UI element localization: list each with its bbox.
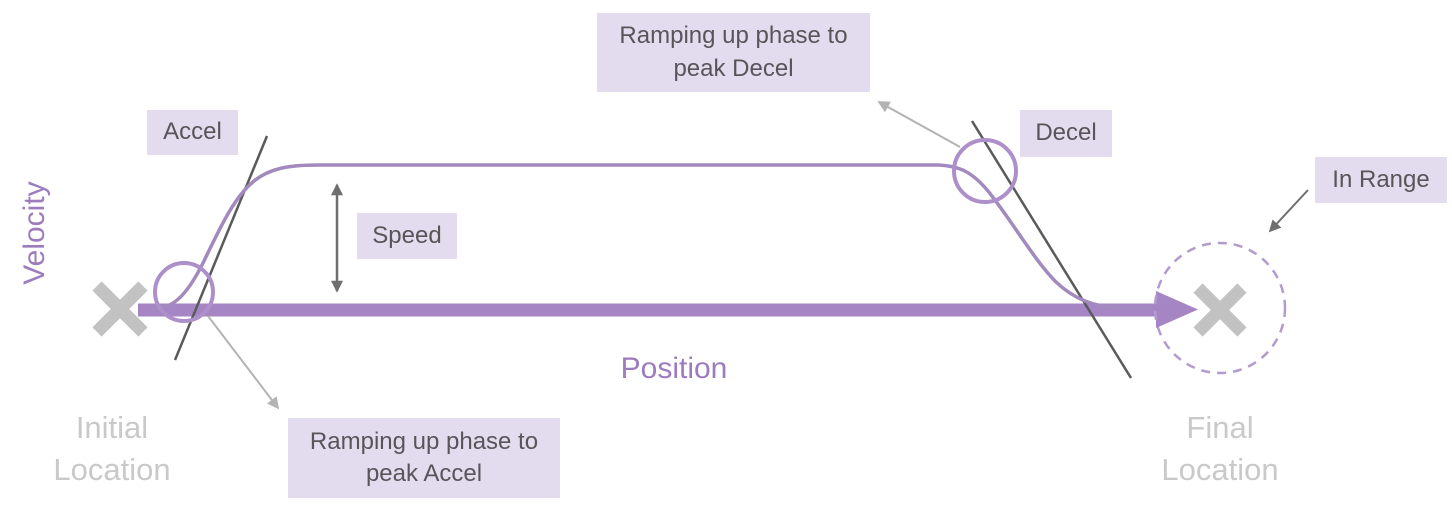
in-range-callout: In Range <box>1315 157 1447 203</box>
speed-callout: Speed <box>357 213 457 259</box>
ramp-decel-callout-arrow-icon <box>877 101 961 148</box>
ramp-decel-callout: Ramping up phase to peak Decel <box>597 13 870 92</box>
initial-location-label: Initial Location <box>53 410 171 487</box>
decel-tangent-line <box>970 120 1133 379</box>
initial-location-x-icon <box>92 281 148 337</box>
velocity-profile-curve <box>151 163 1152 311</box>
final-location-x-icon <box>1193 283 1247 337</box>
in-range-dashed-circle-icon <box>1153 241 1287 375</box>
x-axis-label: Position <box>620 352 728 385</box>
position-axis-arrowhead-icon <box>1156 291 1198 328</box>
y-axis-label: Velocity <box>18 181 51 285</box>
ramp-accel-callout-arrow-icon <box>207 315 280 410</box>
decel-callout: Decel <box>1020 110 1112 157</box>
accel-callout: Accel <box>147 110 238 155</box>
in-range-callout-arrow-icon <box>1268 189 1309 233</box>
position-axis-arrow-shaft <box>138 303 1156 317</box>
accel-transition-circle-icon <box>153 261 215 323</box>
accel-tangent-line <box>173 135 269 361</box>
decel-transition-circle-icon <box>952 138 1018 204</box>
ramp-accel-callout: Ramping up phase to peak Accel <box>288 418 560 498</box>
final-location-label: Final Location <box>1161 410 1279 487</box>
